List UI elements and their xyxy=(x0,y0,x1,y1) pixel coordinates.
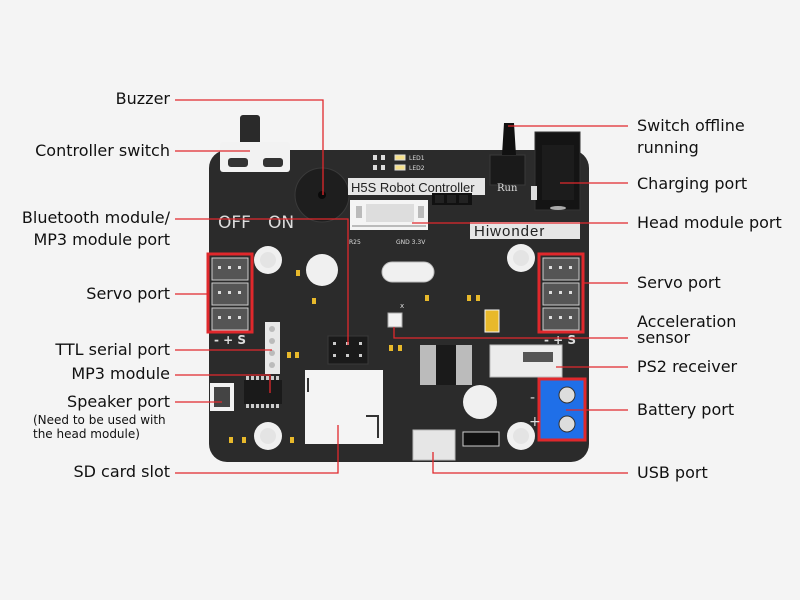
label-speaker-port: Speaker port xyxy=(67,392,170,411)
acceleration-sensor-chip xyxy=(387,312,403,328)
leader-acceleration xyxy=(393,327,628,339)
label-servo-port-left: Servo port xyxy=(86,284,170,303)
label-bluetooth-line1: Bluetooth module/ xyxy=(21,208,170,227)
battery-plus-silkscreen: + xyxy=(529,414,541,430)
tantalum-capacitor xyxy=(484,309,500,333)
pin-header xyxy=(432,193,472,205)
label-usb-port: USB port xyxy=(637,463,708,482)
r25-silkscreen: R25 xyxy=(349,239,361,246)
label-switch-offline-line1: Switch offline xyxy=(637,116,745,135)
label-battery-port: Battery port xyxy=(637,400,735,419)
label-servo-port-right: Servo port xyxy=(637,273,721,292)
servo-ports-left xyxy=(206,252,254,334)
label-speaker-note-line1: (Need to be used with xyxy=(33,413,166,427)
ps2-receiver xyxy=(489,344,563,378)
label-buzzer: Buzzer xyxy=(115,89,170,108)
imu-axis-silkscreen: x xyxy=(400,302,404,310)
servo-ports-right xyxy=(537,252,585,334)
leader-sd xyxy=(175,425,339,474)
board-title-silkscreen: H5S Robot Controller xyxy=(351,180,475,195)
head-pins-silkscreen: GND 3.3V xyxy=(396,239,426,246)
usb-c-port xyxy=(412,429,456,461)
label-acceleration-line2: sensor xyxy=(637,328,691,347)
charging-jack xyxy=(531,131,581,211)
label-switch-offline-line2: running xyxy=(637,138,699,157)
on-silkscreen: ON xyxy=(268,213,294,233)
ttl-serial-header xyxy=(265,322,280,374)
label-ps2-receiver: PS2 receiver xyxy=(637,357,738,376)
diode xyxy=(462,431,500,447)
driver-chips xyxy=(420,345,472,385)
servo-polarity-left: - + S xyxy=(214,333,246,347)
head-module-connector xyxy=(350,200,428,230)
capacitor-large-right xyxy=(463,385,497,419)
leader-mp3 xyxy=(175,374,271,393)
label-mp3-module: MP3 module xyxy=(71,364,170,383)
led1-silkscreen: LED1 xyxy=(409,155,425,162)
capacitor-large-left xyxy=(306,254,338,286)
sd-card-slot xyxy=(305,370,383,444)
buzzer xyxy=(294,167,350,223)
crystal-oscillator xyxy=(381,261,435,283)
leader-bluetooth xyxy=(175,218,349,345)
led2-silkscreen: LED2 xyxy=(409,165,425,172)
speaker-port-connector xyxy=(210,383,234,411)
brand-silkscreen: Hiwonder xyxy=(474,223,545,240)
leader-usb xyxy=(432,452,628,474)
run-silkscreen: Run xyxy=(497,183,518,194)
battery-minus-silkscreen: - xyxy=(530,390,535,406)
title-plate xyxy=(348,178,485,195)
label-sd-card-slot: SD card slot xyxy=(73,462,170,481)
controller-switch xyxy=(220,115,290,172)
label-charging-port: Charging port xyxy=(637,174,748,193)
off-silkscreen: OFF xyxy=(218,213,251,233)
mp3-module-chip xyxy=(244,376,282,408)
label-bluetooth-line2: MP3 module port xyxy=(33,230,170,249)
mounting-holes xyxy=(254,244,535,450)
label-head-module-port: Head module port xyxy=(637,213,782,232)
led-indicators xyxy=(373,154,406,171)
run-button xyxy=(489,123,526,186)
label-ttl-serial-port: TTL serial port xyxy=(55,340,170,359)
label-speaker-note-line2: the head module) xyxy=(33,427,140,441)
leader-lines xyxy=(175,99,628,474)
smd-capacitors xyxy=(229,270,480,443)
label-acceleration-line1: Acceleration xyxy=(637,312,737,331)
leader-buzzer xyxy=(175,99,324,195)
label-controller-switch: Controller switch xyxy=(35,141,170,160)
servo-polarity-right: - + S xyxy=(544,333,576,347)
brand-plate xyxy=(470,222,580,239)
